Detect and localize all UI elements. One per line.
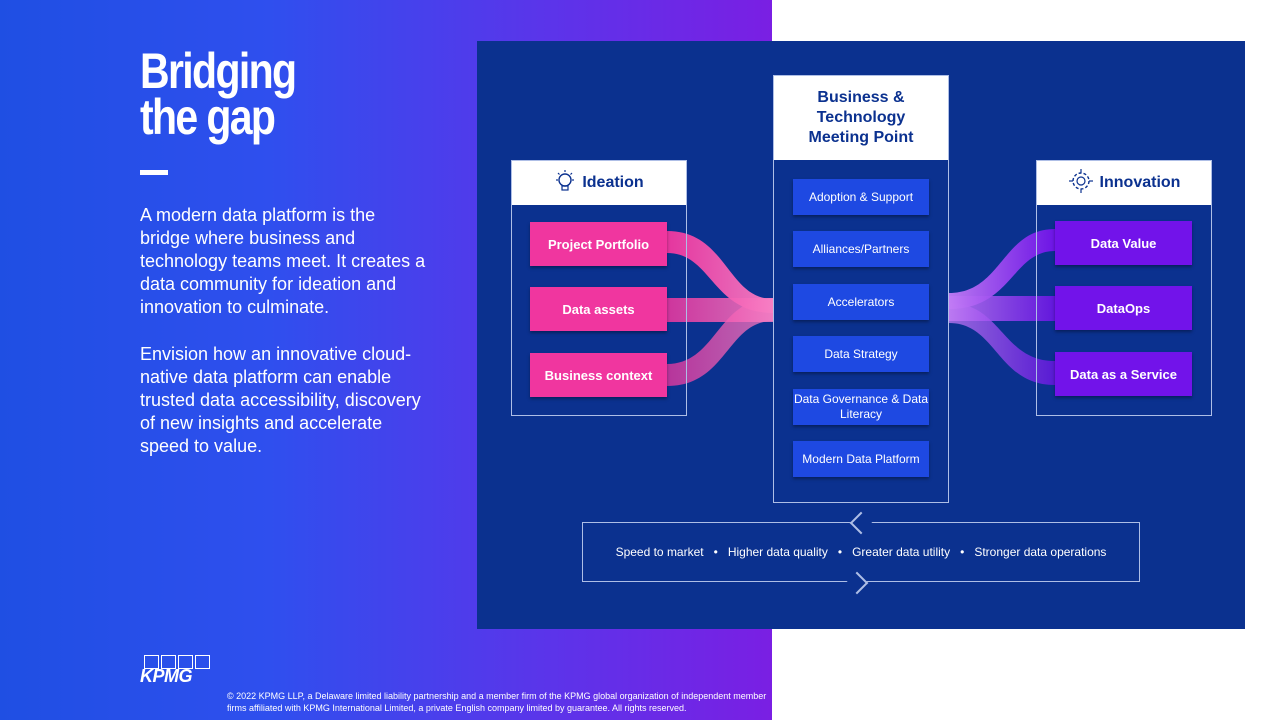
innovation-column: Innovation xyxy=(1036,160,1212,416)
benefit-speed-to-market: Speed to market xyxy=(615,545,704,559)
intro-paragraph-1: A modern data platform is the bridge whe… xyxy=(140,205,426,317)
bridge-diagram: Ideation Project Portfolio Data assets B… xyxy=(477,41,1245,629)
ideation-item-business-context: Business context xyxy=(530,353,667,397)
flow-data-value xyxy=(949,229,1055,309)
ideation-item-data-assets: Data assets xyxy=(530,287,667,331)
ideation-column: Ideation xyxy=(511,160,687,416)
innovation-item-data-as-a-service: Data as a Service xyxy=(1055,352,1192,396)
meeting-point-column: Business & Technology Meeting Point Adop… xyxy=(773,75,949,503)
benefit-greater-data-utility: Greater data utility xyxy=(852,545,951,559)
kpmg-logo-text: KPMG xyxy=(140,666,193,686)
flow-ribbons xyxy=(667,229,1055,386)
copyright-footer: © 2022 KPMG LLP, a Delaware limited liab… xyxy=(227,691,767,713)
innovation-item-data-value: Data Value xyxy=(1055,221,1192,265)
meeting-point-title: Business & Technology Meeting Point xyxy=(808,89,914,146)
benefit-higher-data-quality: Higher data quality xyxy=(727,545,828,559)
center-item-accelerators: Accelerators xyxy=(793,284,929,320)
kpmg-logo: KPMG xyxy=(140,655,212,687)
benefit-stronger-data-operations: Stronger data operations xyxy=(974,545,1107,559)
lightbulb-icon xyxy=(554,169,576,198)
innovation-item-dataops: DataOps xyxy=(1055,286,1192,330)
gear-circuit-icon xyxy=(1068,168,1094,199)
title-line-1: Bridging xyxy=(140,43,297,99)
bullet-separator: • xyxy=(713,545,718,559)
intro-text: A modern data platform is the bridge whe… xyxy=(140,204,430,482)
innovation-header: Innovation xyxy=(1037,161,1211,205)
bullet-separator: • xyxy=(960,545,965,559)
center-item-data-strategy: Data Strategy xyxy=(793,336,929,372)
center-item-data-governance: Data Governance & Data Literacy xyxy=(793,389,929,425)
center-item-adoption-support: Adoption & Support xyxy=(793,179,929,215)
innovation-title: Innovation xyxy=(1099,174,1181,191)
bullet-separator: • xyxy=(837,545,843,559)
slide-title: Bridging the gap xyxy=(140,43,304,145)
flow-data-as-a-service xyxy=(949,303,1055,385)
ideation-header: Ideation xyxy=(512,161,686,205)
center-item-alliances-partners: Alliances/Partners xyxy=(793,231,929,267)
flow-project-portfolio xyxy=(667,231,773,313)
kpmg-logo-boxes xyxy=(144,655,210,669)
title-line-2: the gap xyxy=(140,89,276,145)
intro-paragraph-2: Envision how an innovative cloud-native … xyxy=(140,344,421,456)
title-divider xyxy=(140,170,168,175)
center-item-modern-data-platform: Modern Data Platform xyxy=(793,441,929,477)
flow-business-context xyxy=(667,298,773,386)
meeting-point-header: Business & Technology Meeting Point xyxy=(774,76,948,160)
ideation-title: Ideation xyxy=(582,174,644,191)
ideation-item-project-portfolio: Project Portfolio xyxy=(530,222,667,266)
